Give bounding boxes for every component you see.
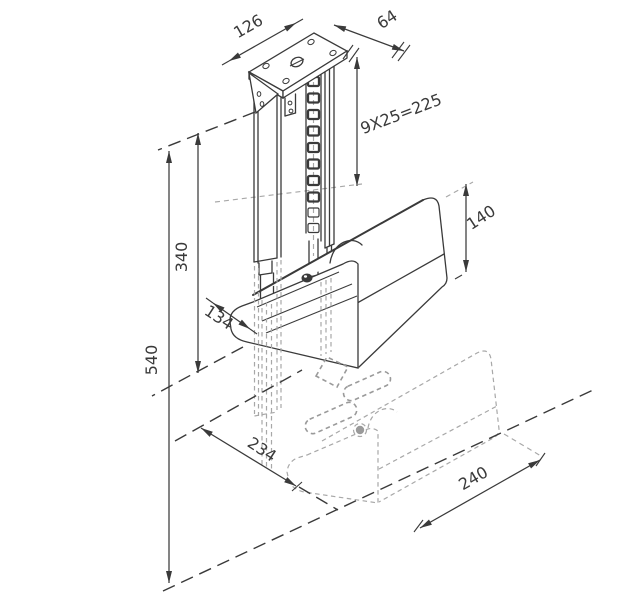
flap-bottom: [284, 112, 297, 117]
dim-label-plate-width: 126: [230, 10, 266, 42]
slot: [307, 222, 320, 234]
center-hole-slot: [289, 58, 305, 67]
ghost-rail-slot: [342, 370, 392, 402]
dim-label-column-length: 340: [172, 242, 191, 273]
dimension-arrowhead: [528, 460, 540, 469]
dimension-arrowhead: [229, 52, 241, 61]
screw-hole: [282, 77, 290, 85]
dimension-arrowhead: [238, 319, 250, 329]
gusset-fill: [249, 73, 278, 113]
screw-hole: [329, 49, 337, 57]
dim-line-234: [200, 427, 297, 487]
slot: [306, 108, 321, 121]
ghost-thumbscrew: [355, 425, 365, 435]
dim-line-240: [419, 459, 541, 529]
plate-right-edge: [282, 49, 348, 100]
dim-label-lowered-width: 240: [455, 462, 491, 494]
construction-lines-gray: [214, 64, 363, 256]
bracket-ear-curve: [329, 239, 363, 264]
dim-extension-dashed: [445, 181, 474, 198]
dim-label-holder-height: 140: [463, 201, 499, 234]
lowered-reference-line: [298, 486, 339, 511]
dimension-arrowhead: [166, 151, 172, 163]
dimension-arrowhead: [284, 23, 296, 32]
break-slash: [397, 44, 411, 62]
side-panel-fill: [253, 198, 447, 367]
slot: [306, 191, 321, 203]
ghost-ear-curve: [367, 407, 398, 429]
dimension-arrowhead: [354, 174, 360, 186]
dim-line-126: [228, 22, 297, 62]
thumbscrew-knob: [301, 273, 313, 283]
screw-hole: [262, 62, 270, 70]
dimension-arrowhead: [354, 57, 360, 69]
ghost-thumbscrew-ring: [352, 422, 368, 438]
dimension-arrowhead: [463, 260, 469, 272]
ceiling-mount-plate: [247, 32, 349, 117]
dimension-arrowhead: [334, 25, 347, 32]
dimension-arrowhead: [463, 184, 469, 196]
ghost-tube-bottom: [254, 411, 278, 417]
dim-overshoot: [221, 60, 230, 66]
dim-tick: [454, 274, 463, 280]
ghost-rail-bracket: [314, 355, 350, 389]
lip-inner-edge: [256, 271, 340, 308]
platform-outline: [229, 260, 359, 369]
lowered-reference-line: [174, 369, 303, 442]
dimension-arrowhead: [284, 477, 296, 486]
slot: [306, 158, 321, 170]
slot: [306, 125, 321, 137]
plate-front-flap: [284, 93, 297, 117]
dimension-arrowhead: [195, 133, 201, 145]
left-tube-bottom: [253, 257, 278, 263]
dim-line-64: [333, 24, 405, 52]
dim-tick: [291, 481, 303, 492]
dim-label-total-drop: 540: [142, 345, 161, 376]
gusset-hole: [256, 91, 262, 97]
slot: [306, 174, 321, 187]
dimension-arrowhead: [201, 428, 213, 437]
gusset-plate: [248, 71, 280, 115]
dim-extension-dashed: [503, 433, 542, 457]
ghost-panel-fold: [378, 405, 498, 470]
dim-tick: [535, 452, 546, 467]
flap-hole: [287, 100, 293, 106]
left-tube-tab: [258, 272, 273, 276]
top-reference-line: [157, 111, 256, 151]
side-panel-outline: [358, 197, 448, 368]
dimension-arrowhead: [213, 303, 225, 313]
slot-reference-dashed-line: [214, 183, 363, 203]
plate-screw-holes: [256, 38, 337, 107]
dim-label-plate-depth: 64: [373, 6, 400, 33]
dim-overshoot: [295, 18, 304, 24]
plate-right-fill: [283, 51, 347, 98]
right-tube-bottom: [324, 243, 335, 249]
dimension-arrowhead: [391, 44, 404, 51]
slot: [307, 207, 320, 218]
dimension-arrowhead: [166, 571, 172, 583]
platform-slot-line: [261, 283, 353, 322]
slot: [306, 141, 321, 154]
dimension-arrowhead: [420, 519, 432, 528]
ghost-platform: [286, 427, 379, 504]
dim-overshoot: [249, 328, 258, 335]
gusset-hole: [259, 101, 265, 107]
flap-hole: [288, 108, 294, 114]
dim-overshoot: [205, 297, 214, 304]
break-slash: [342, 44, 354, 60]
dimension-arrowhead: [195, 361, 201, 373]
slot: [306, 92, 321, 104]
dim-tick: [413, 519, 424, 533]
dimension-lines: [166, 18, 546, 583]
ghost-rail-slot: [304, 401, 358, 435]
dim-label-slot-pitch: 9X25=225: [358, 90, 445, 138]
screw-hole: [307, 38, 315, 46]
break-slash: [348, 47, 360, 63]
thumbscrew-highlight: [303, 275, 308, 278]
